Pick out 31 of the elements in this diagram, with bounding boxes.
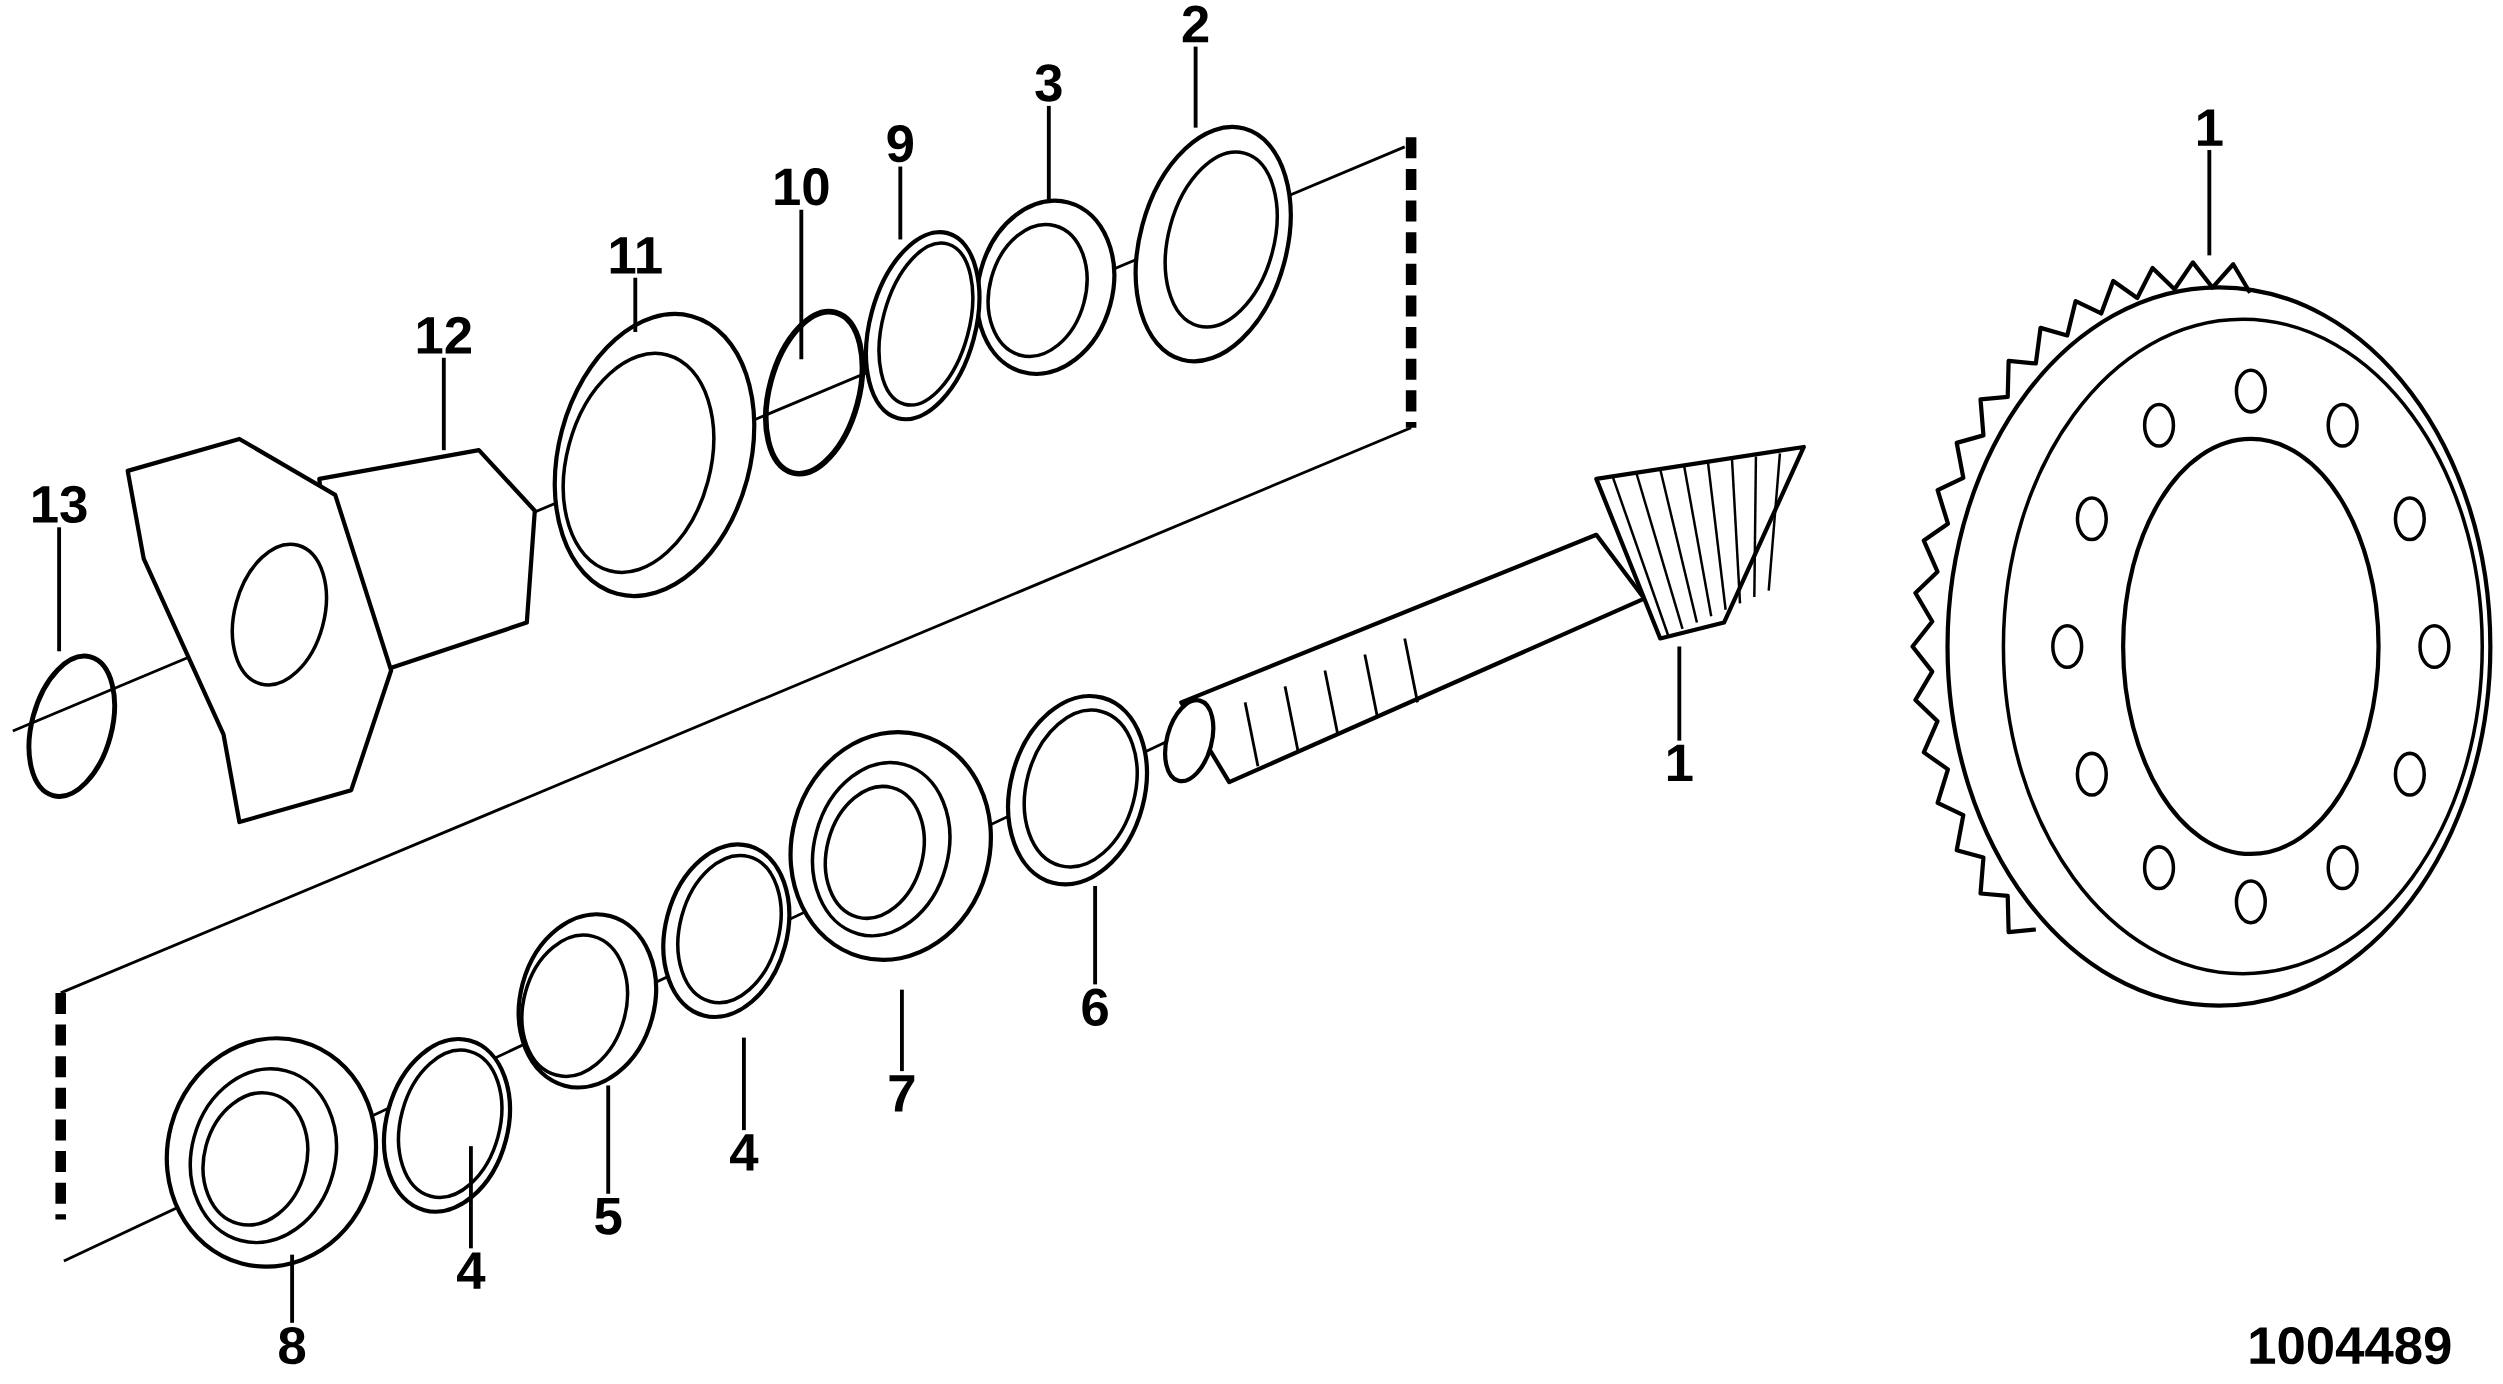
callout-number: 8 — [279, 1327, 306, 1365]
callout-number: 10 — [775, 168, 829, 206]
leader-line — [899, 989, 904, 1072]
callout-number: 7 — [889, 1075, 915, 1112]
leader-line — [2207, 150, 2212, 256]
leader-line — [633, 277, 638, 332]
callout-number: 4 — [730, 1134, 759, 1171]
callout-number: 6 — [1082, 988, 1108, 1026]
leader-line — [468, 1146, 473, 1249]
leader-line — [898, 166, 903, 240]
callout-number: 11 — [610, 237, 662, 274]
leader-line — [1093, 886, 1098, 985]
callout-number: 9 — [887, 125, 913, 163]
callout-number: 2 — [1182, 5, 1209, 43]
drawing-number: 1004489 — [2250, 1327, 2451, 1365]
leader-line — [799, 209, 804, 360]
leader-line — [57, 527, 62, 652]
leader-line — [1193, 46, 1198, 128]
leader-line — [1046, 105, 1051, 200]
callout-number: 5 — [595, 1198, 622, 1235]
leader-line — [441, 357, 446, 451]
callout-number: 1 — [1667, 744, 1693, 782]
callout-number: 4 — [457, 1252, 486, 1289]
leader-line — [606, 1085, 611, 1194]
callout-number: 12 — [417, 316, 471, 354]
leader-line — [290, 1254, 295, 1323]
leader-line — [741, 1037, 746, 1131]
callout-number: 1 — [2198, 109, 2223, 146]
leader-line — [1677, 646, 1682, 741]
callout-number: 3 — [1035, 64, 1062, 102]
callout-number: 13 — [33, 485, 87, 524]
